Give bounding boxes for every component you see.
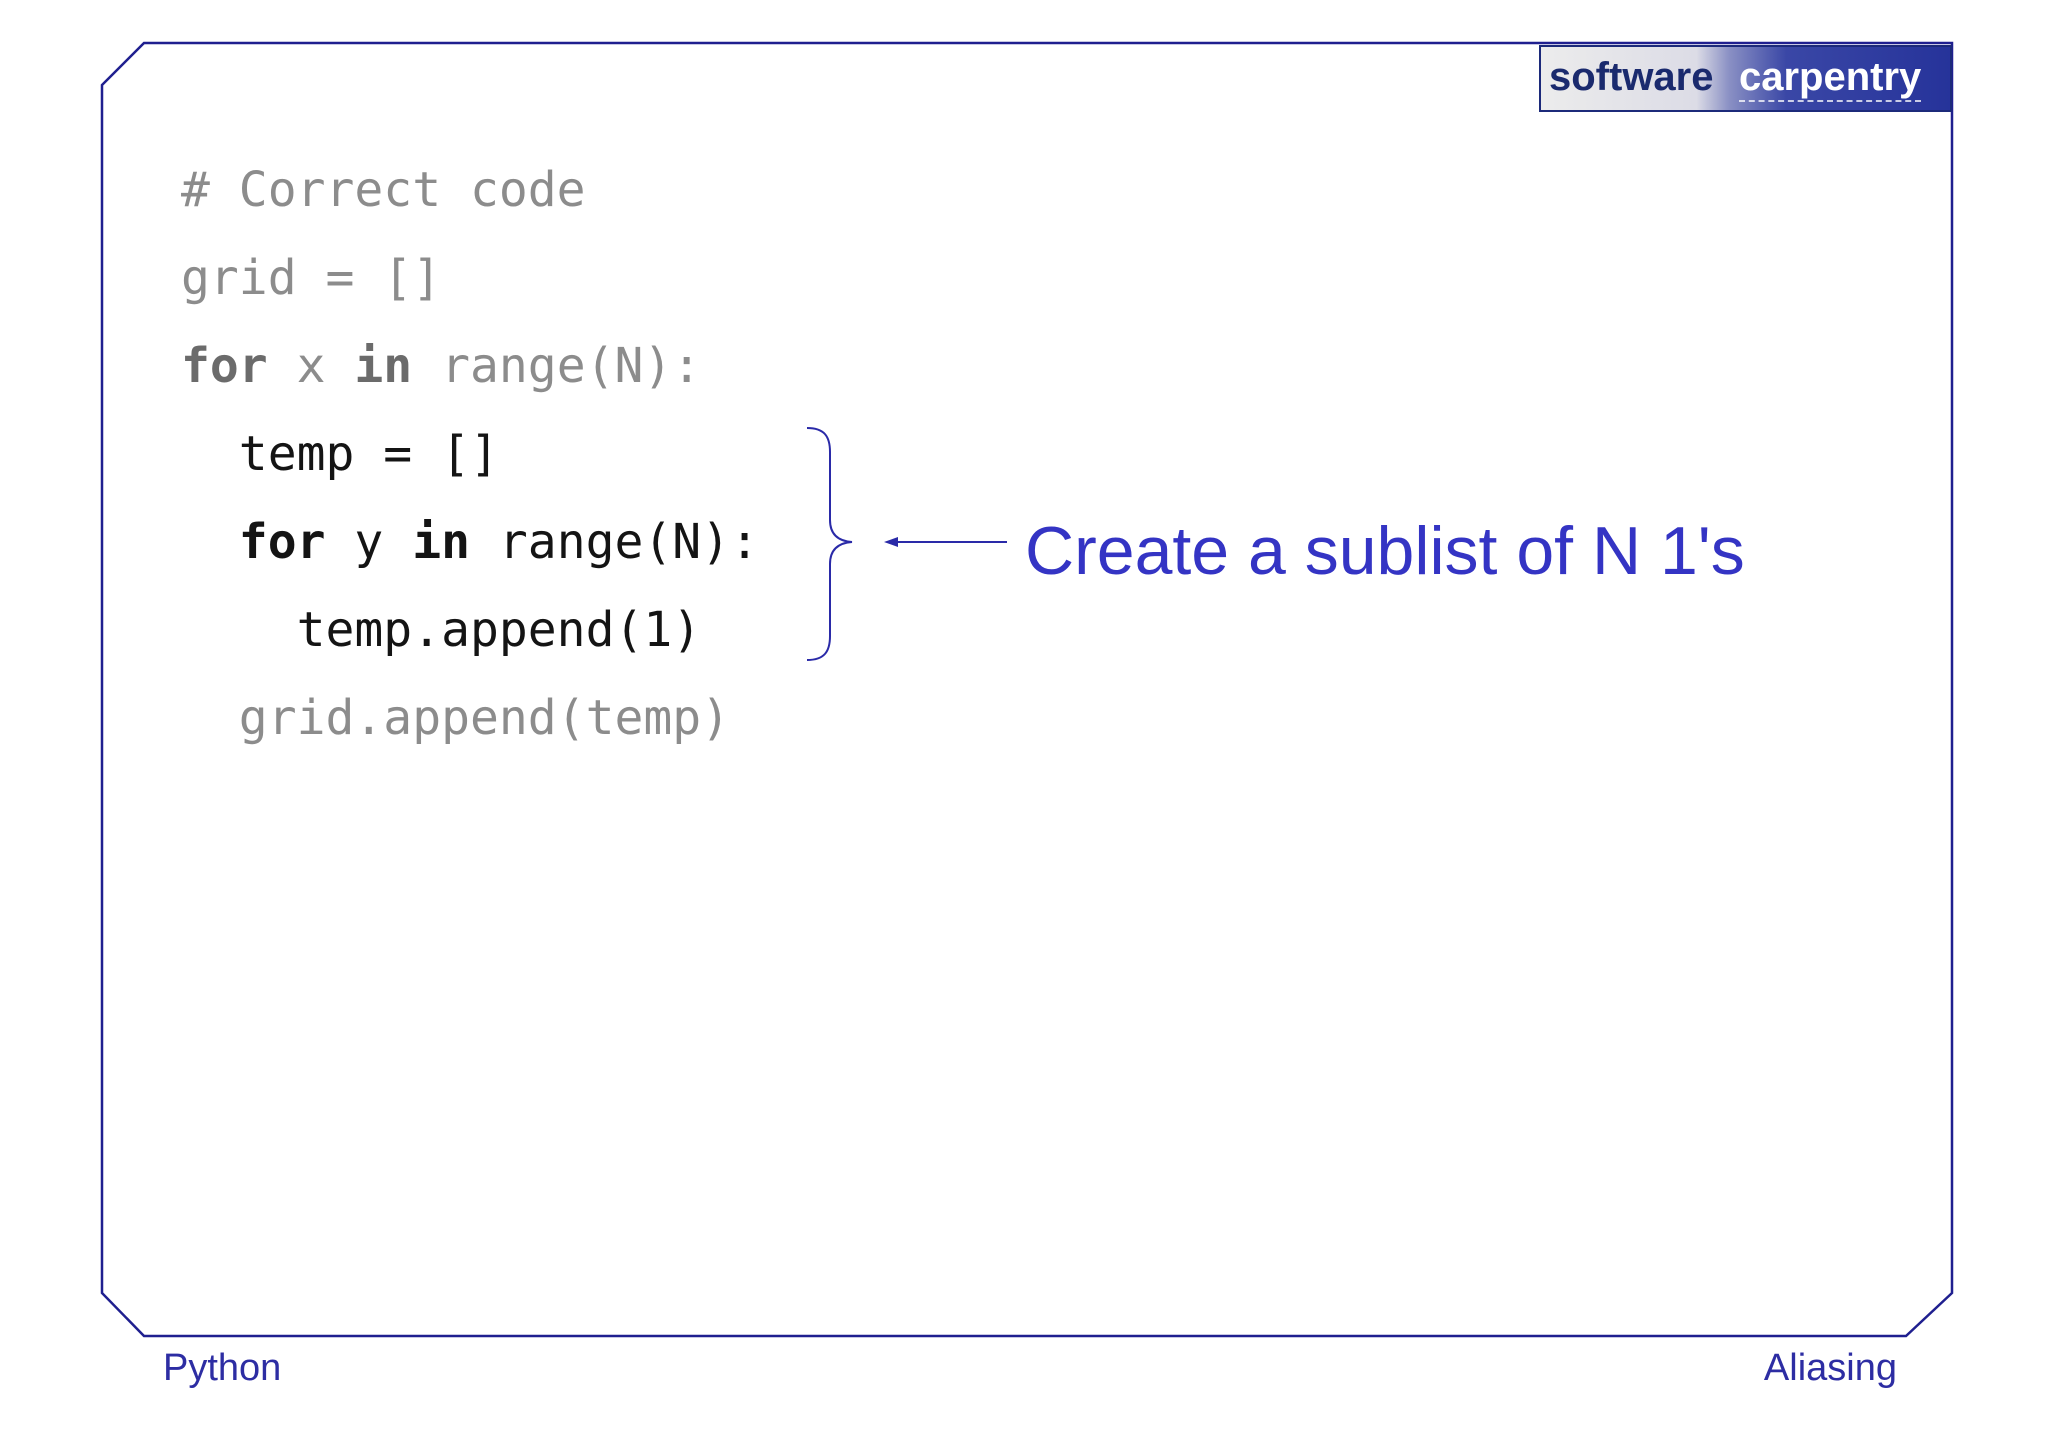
code-line-inner-loop: for y in range(N): xyxy=(181,498,759,586)
keyword-for: for xyxy=(181,338,268,394)
annotation-text: Create a sublist of N 1's xyxy=(1025,513,1745,589)
code-line-outer-loop: for x in range(N): xyxy=(181,322,759,410)
footer-course-title: Python xyxy=(163,1347,282,1389)
code-line-grid-append: grid.append(temp) xyxy=(238,690,731,746)
right-curly-brace-icon xyxy=(806,427,853,661)
code-line-comment: # Correct code xyxy=(181,162,586,218)
code-token: y xyxy=(325,514,413,570)
keyword-for: for xyxy=(238,514,326,570)
software-carpentry-logo: software carpentry xyxy=(1539,45,1952,112)
code-token: range(N): xyxy=(470,514,759,570)
footer-topic-title: Aliasing xyxy=(1763,1347,1897,1389)
logo-word-software: software xyxy=(1549,55,1714,99)
code-token: x xyxy=(267,338,355,394)
arrow-head xyxy=(884,537,898,547)
slide-frame-border xyxy=(100,41,1954,1338)
code-line-temp-append: temp.append(1) xyxy=(296,602,702,658)
code-block: # Correct code grid = [] for x in range(… xyxy=(181,146,759,762)
keyword-in: in xyxy=(412,514,470,570)
keyword-in: in xyxy=(354,338,413,394)
code-line-temp-init: temp = [] xyxy=(238,426,499,482)
logo-word-carpentry: carpentry xyxy=(1739,55,1922,102)
code-line-grid-init: grid = [] xyxy=(181,250,442,306)
code-token: range(N): xyxy=(412,338,702,394)
